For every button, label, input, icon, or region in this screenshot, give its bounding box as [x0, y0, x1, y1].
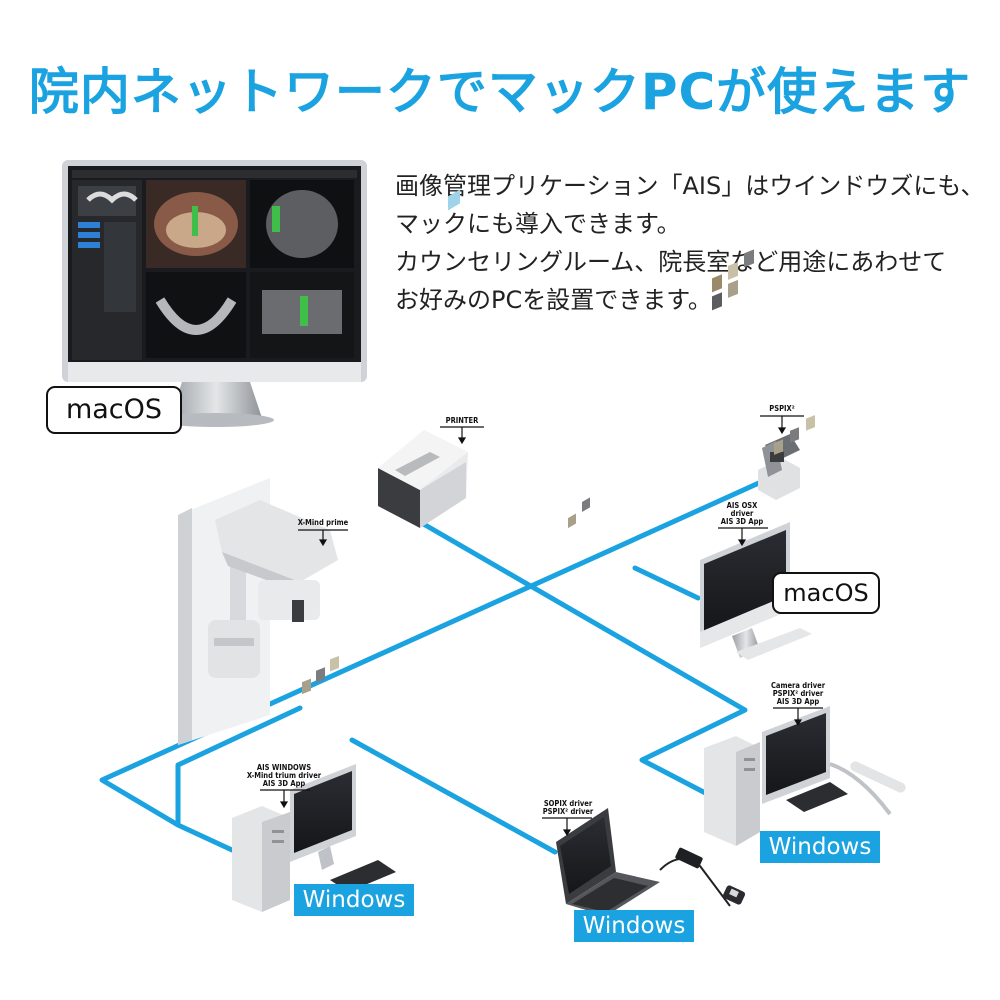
right-windows-pc	[704, 415, 906, 846]
laptop-label-line: PSPIX² driver	[542, 807, 594, 816]
laptop	[556, 497, 746, 916]
macos-badge-main: macOS	[46, 386, 182, 434]
cable-mac-branch	[632, 565, 701, 601]
page-title: 院内ネットワークでマックPCが使えます	[28, 63, 972, 121]
mac-node-label: AIS OSX driver AIS 3D App	[706, 502, 778, 526]
win-left-label-line: AIS 3D App	[262, 779, 306, 788]
win-left-label-line: AIS WINDOWS	[256, 763, 312, 772]
network-cables	[99, 475, 773, 855]
win-left-label: AIS WINDOWS X-Mind trium driver AIS 3D A…	[232, 764, 336, 788]
win-right-label-line: PSPIX² driver	[772, 689, 824, 698]
description-line: マックにも導入できます。	[395, 210, 681, 238]
printer	[378, 189, 468, 528]
windows-badge-left: Windows	[294, 884, 414, 916]
win-right-label-line: Camera driver	[770, 681, 826, 690]
main-imac	[62, 160, 367, 427]
label-pointers	[260, 415, 823, 837]
description: 画像管理プリケーション「AIS」はウインドウズにも、 マックにも導入できます。 …	[395, 167, 985, 319]
mac-node-label-line: AIS 3D App	[720, 517, 764, 526]
cable-laptop-branch	[349, 737, 558, 855]
win-right-label-line: AIS 3D App	[776, 697, 820, 706]
macos-badge-node: macOS	[772, 572, 880, 614]
mac-node-label-line: AIS OSX	[726, 501, 758, 510]
laptop-label: SOPIX driver PSPIX² driver	[530, 800, 606, 816]
printer-label: PRINTER	[436, 417, 488, 425]
printer-label-text: PRINTER	[445, 416, 479, 425]
left-windows-pc	[232, 655, 396, 912]
pspix-label: PSPIX²	[758, 405, 806, 413]
mac-node-label-line: driver	[730, 509, 754, 518]
cable-printer-branch	[417, 519, 748, 815]
win-left-label-line: X-Mind trium driver	[246, 771, 322, 780]
mac-node-imac	[700, 249, 812, 660]
xmind-label: X-Mind prime	[290, 519, 356, 527]
description-line: カウンセリングルーム、院長室など用途にあわせて	[395, 248, 947, 276]
xmind-prime-unit	[178, 478, 338, 745]
windows-badge-laptop: Windows	[574, 910, 694, 942]
cable-main-diagonal	[99, 475, 773, 828]
win-right-label: Camera driver PSPIX² driver AIS 3D App	[760, 682, 836, 706]
description-line: 画像管理プリケーション「AIS」はウインドウズにも、	[395, 172, 985, 200]
cable-left-pc-branch	[175, 705, 303, 853]
windows-badge-right: Windows	[760, 831, 880, 863]
pspix-label-text: PSPIX²	[769, 404, 795, 413]
xmind-label-text: X-Mind prime	[297, 518, 349, 527]
laptop-label-line: SOPIX driver	[543, 799, 593, 808]
description-line: お好みのPCを設置できます。	[395, 286, 712, 314]
